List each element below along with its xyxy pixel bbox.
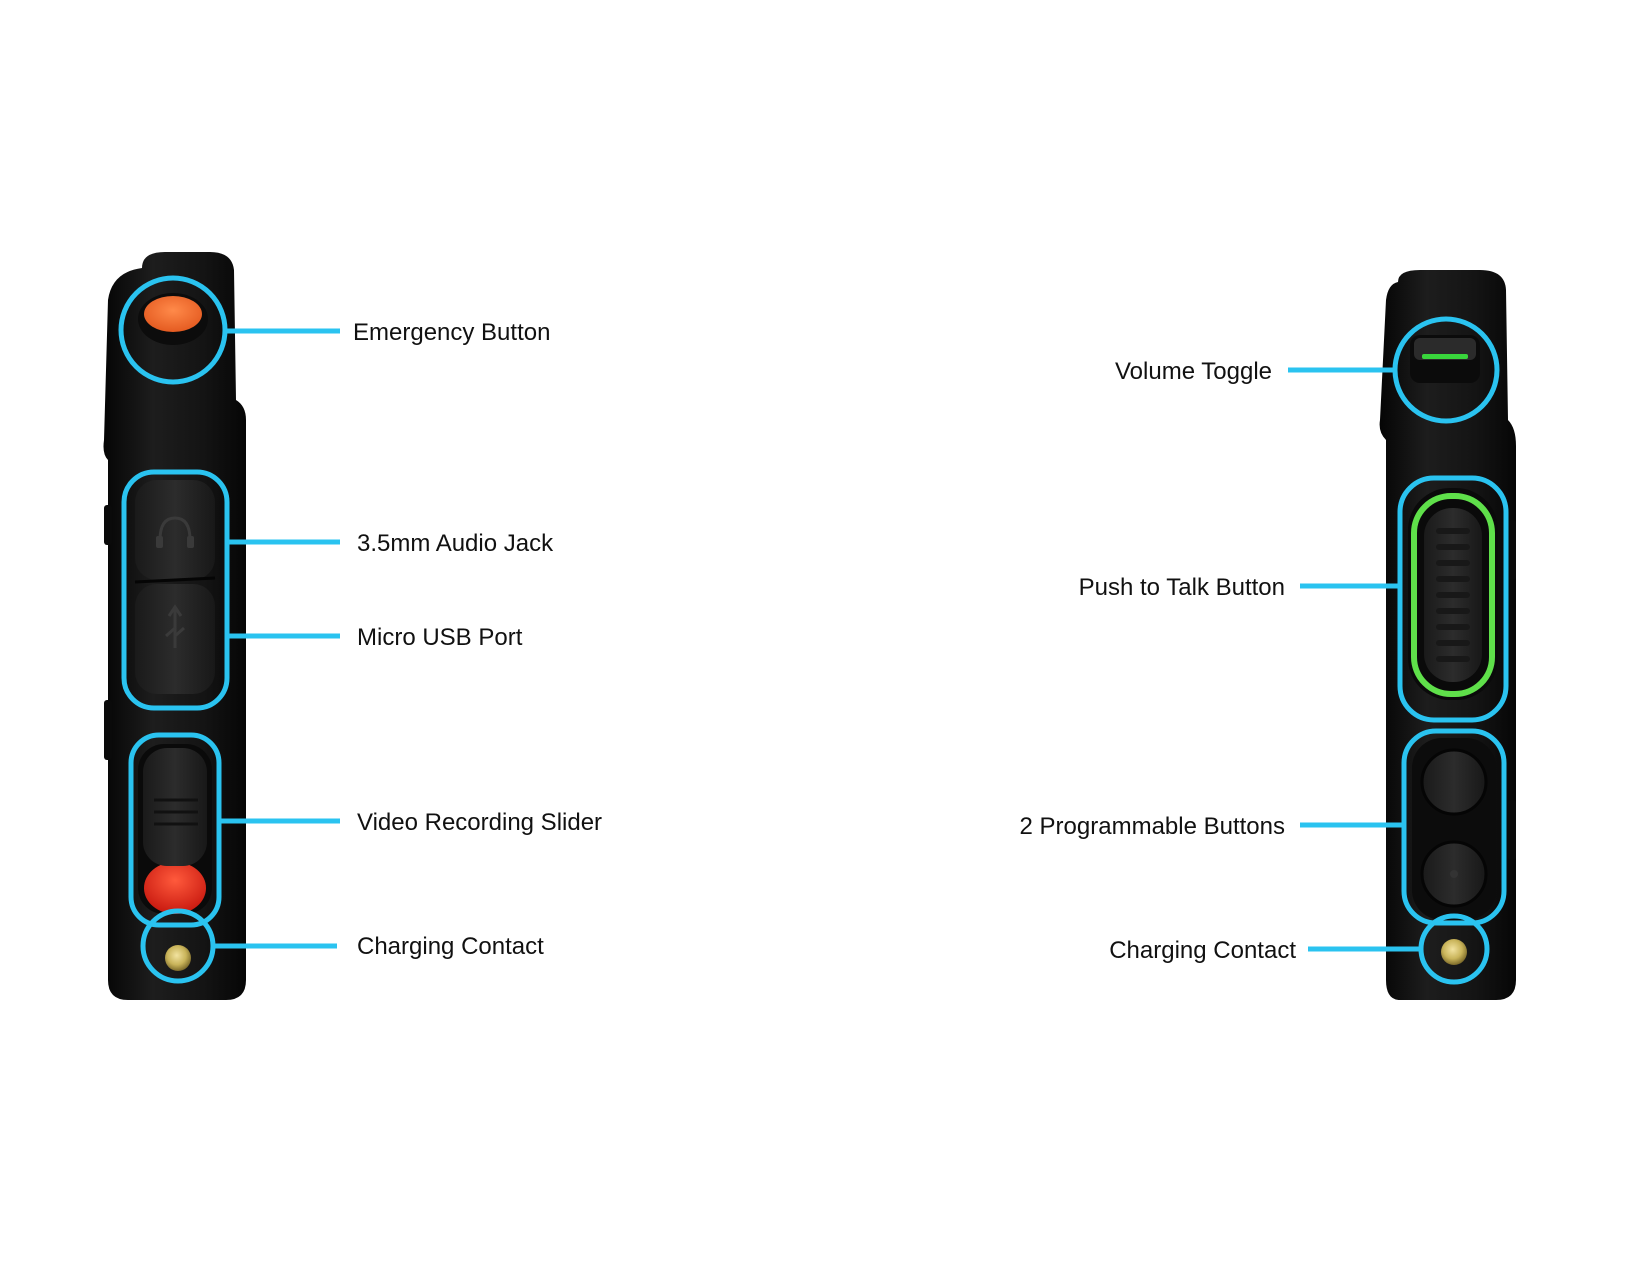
volume-indicator	[1422, 354, 1468, 359]
circle-dot-icon	[1450, 870, 1458, 878]
right-side-grip	[1508, 520, 1516, 580]
left-device	[103, 252, 246, 1000]
ptt-button-ring	[1411, 493, 1495, 697]
emergency-button-cap	[144, 296, 202, 332]
micro-usb-label: Micro USB Port	[357, 624, 523, 651]
charging-contact-right-label: Charging Contact	[1109, 937, 1296, 964]
right-callouts: Volume Toggle Push to Talk Button 2 Prog…	[1020, 316, 1509, 985]
ptt-callout-box	[1397, 475, 1509, 723]
charging-contact-right	[1441, 939, 1467, 965]
headset-icon	[156, 516, 194, 548]
charging-contact-left	[165, 945, 191, 971]
right-side-grip	[1508, 800, 1516, 860]
usb-icon	[165, 604, 185, 648]
video-slider-callout-box	[128, 732, 222, 928]
left-side-grip	[104, 700, 112, 760]
volume-toggle-label: Volume Toggle	[1115, 358, 1272, 385]
video-slider-label: Video Recording Slider	[357, 809, 602, 836]
ptt-grip-texture	[1436, 528, 1470, 662]
audio-jack-label: 3.5mm Audio Jack	[357, 530, 554, 557]
recording-slider-knob	[143, 748, 207, 866]
audio-jack-cover	[135, 480, 215, 580]
left-callouts: Emergency Button 3.5mm Audio Jack Micro …	[118, 275, 602, 984]
left-side-grip	[104, 505, 112, 545]
ports-callout-box	[121, 469, 230, 711]
cover-split-line	[134, 576, 216, 584]
programmable-buttons-label: 2 Programmable Buttons	[1020, 813, 1285, 840]
charging-contact-left-label: Charging Contact	[357, 933, 544, 960]
right-device	[1379, 270, 1516, 1000]
ptt-label: Push to Talk Button	[1079, 574, 1285, 601]
programmable-button-1	[1420, 748, 1488, 816]
emergency-button-label: Emergency Button	[353, 319, 550, 346]
recording-indicator-red	[144, 862, 206, 914]
